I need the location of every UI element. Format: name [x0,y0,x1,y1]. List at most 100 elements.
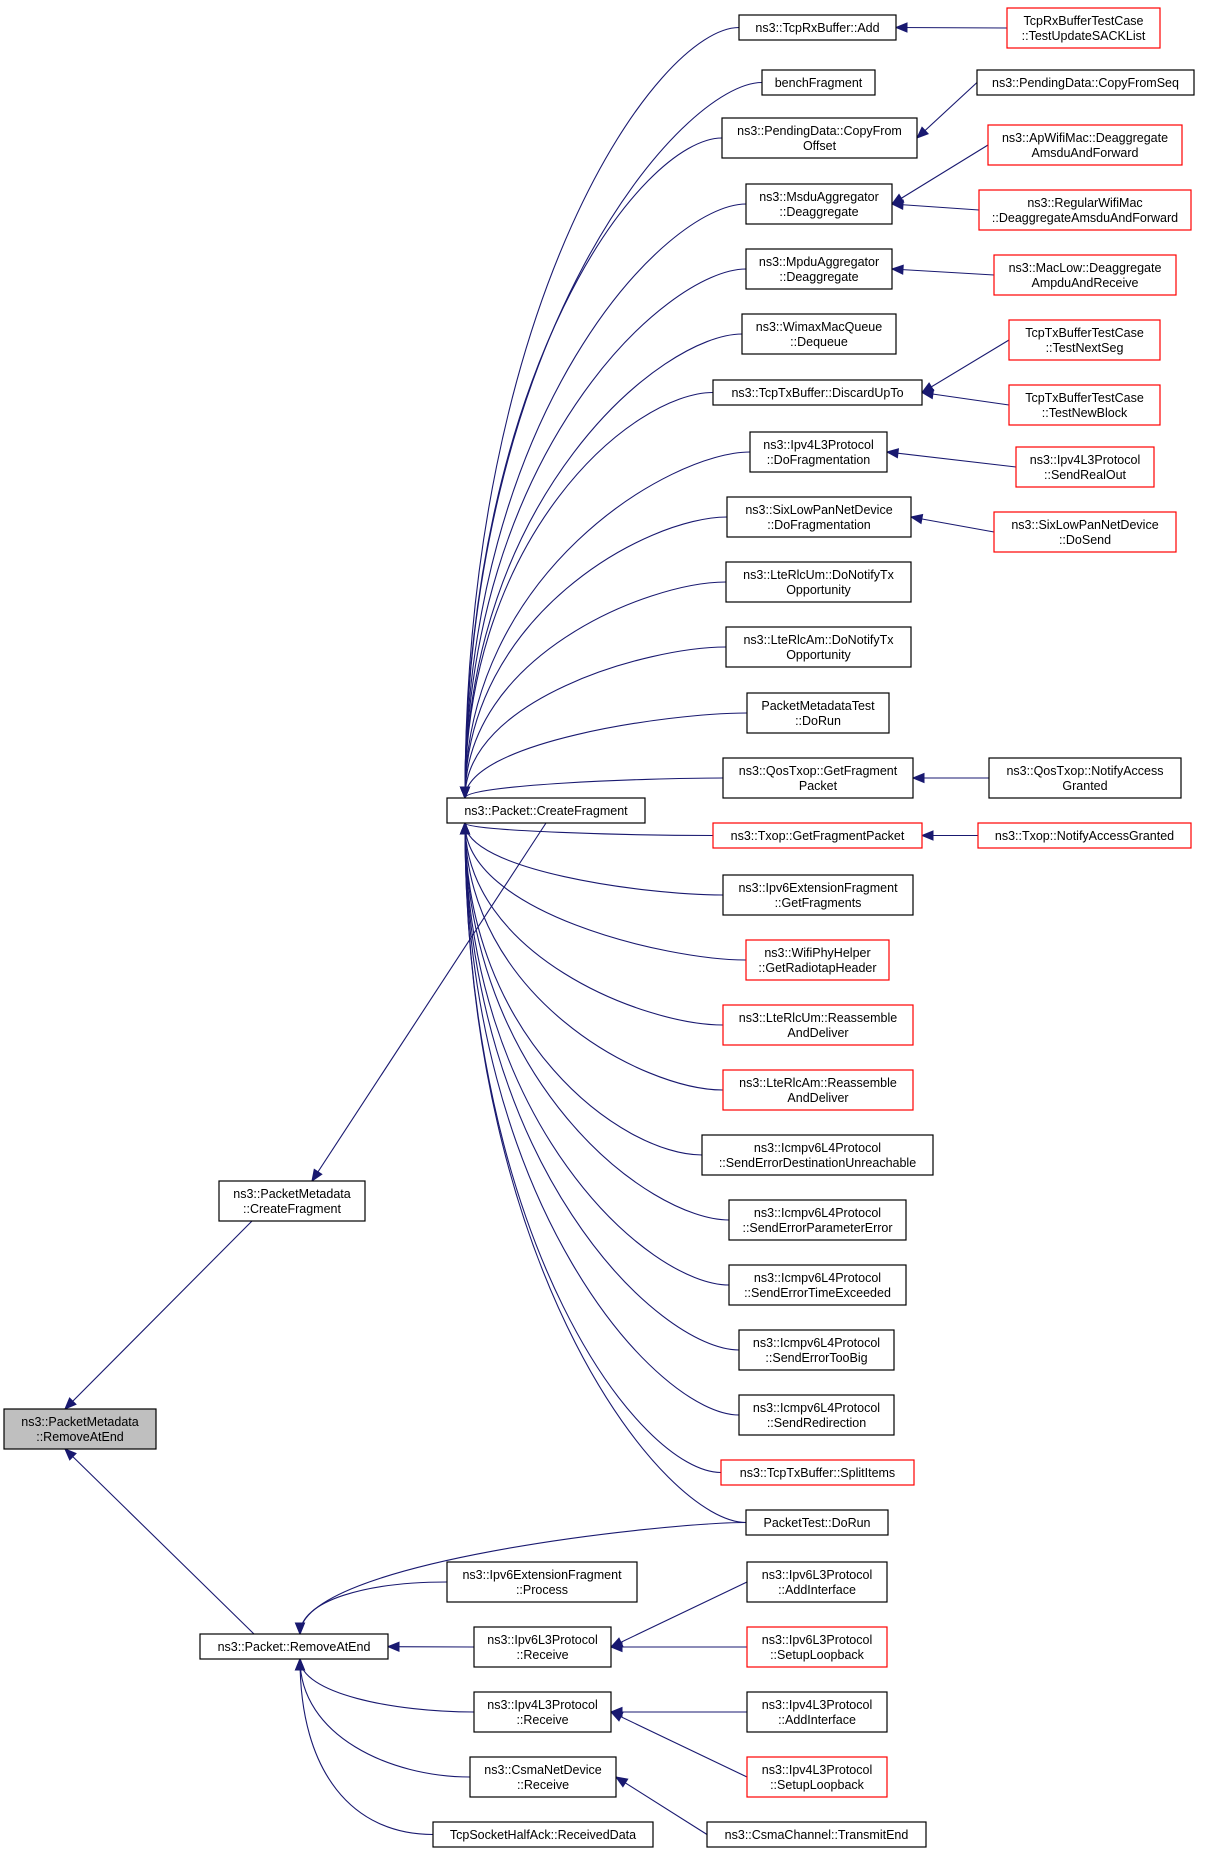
edge-icmp_big-to-p_cf [459,821,740,1351]
edge-line [299,1658,434,1836]
node-tcptx_nextseg[interactable]: TcpTxBufferTestCase::TestNextSeg [1008,319,1161,361]
node-label: ::Receive [516,1713,568,1727]
node-qos_getfrag[interactable]: ns3::QosTxop::GetFragmentPacket [722,757,914,799]
edge-arrowhead [294,1657,306,1671]
edge-tcptx_split-to-p_cf [459,821,722,1474]
node-txop_getfrag[interactable]: ns3::Txop::GetFragmentPacket [712,822,923,849]
edges-layer [64,22,1017,1836]
node-label: ::Dequeue [790,335,848,349]
node-icmp_dest[interactable]: ns3::Icmpv6L4Protocol::SendErrorDestinat… [701,1134,934,1176]
node-tcphalf[interactable]: TcpSocketHalfAck::ReceivedData [432,1821,654,1848]
node-wifiphy[interactable]: ns3::WifiPhyHelper::GetRadiotapHeader [745,939,890,981]
node-ipv6_setup[interactable]: ns3::Ipv6L3Protocol::SetupLoopback [746,1626,888,1668]
edge-line [464,581,727,799]
edge-line [464,822,724,1026]
node-packettest[interactable]: PacketTest::DoRun [745,1509,889,1536]
edge-line [464,822,730,1286]
node-label: ns3::Ipv4L3Protocol [487,1698,598,1712]
node-csmachan[interactable]: ns3::CsmaChannel::TransmitEnd [706,1821,927,1848]
node-box [738,1394,895,1436]
edge-ipv6_recv-to-p_rae [386,1641,475,1652]
node-wimax[interactable]: ns3::WimaxMacQueue::Dequeue [741,313,897,355]
edge-pd_cfs-to-pd_cfo [916,82,978,139]
node-sixlow_dofrag[interactable]: ns3::SixLowPanNetDevice::DoFragmentation [726,496,912,538]
edge-line [464,333,743,799]
edge-tcphalf-to-p_rae [294,1657,434,1836]
node-apwifi[interactable]: ns3::ApWifiMac::DeaggregateAmsduAndForwa… [987,124,1183,166]
node-icmp_redir[interactable]: ns3::Icmpv6L4Protocol::SendRedirection [738,1394,895,1436]
nodes-layer: ns3::PacketMetadata::RemoveAtEndns3::Pac… [3,7,1195,1848]
node-tcprx_add[interactable]: ns3::TcpRxBuffer::Add [738,14,897,41]
edge-p_cf-to-pm_cf [311,822,547,1183]
node-label: ::DeaggregateAmsduAndForward [992,211,1178,225]
node-pd_cfs[interactable]: ns3::PendingData::CopyFromSeq [976,69,1195,96]
node-label: ns3::WimaxMacQueue [756,320,882,334]
node-icmp_param[interactable]: ns3::Icmpv6L4Protocol::SendErrorParamete… [728,1199,907,1241]
node-label: ns3::RegularWifiMac [1027,196,1142,210]
node-icmp_time[interactable]: ns3::Icmpv6L4Protocol::SendErrorTimeExce… [728,1264,907,1306]
node-ipv6_addif[interactable]: ns3::Ipv6L3Protocol::AddInterface [746,1561,888,1603]
node-box [978,189,1192,231]
node-box [745,183,893,225]
node-pmtest[interactable]: PacketMetadataTest::DoRun [746,692,890,734]
node-label: ns3::ApWifiMac::Deaggregate [1002,131,1168,145]
node-box [722,874,914,916]
node-ipv4_setup[interactable]: ns3::Ipv4L3Protocol::SetupLoopback [746,1756,888,1798]
node-ipv4_recv[interactable]: ns3::Ipv4L3Protocol::Receive [473,1691,612,1733]
edge-line [610,1711,748,1778]
node-txop_notify[interactable]: ns3::Txop::NotifyAccessGranted [977,822,1192,849]
node-ipv4_addif[interactable]: ns3::Ipv4L3Protocol::AddInterface [746,1691,888,1733]
node-label: ::RemoveAtEnd [36,1430,124,1444]
node-label: ::DoRun [795,714,841,728]
node-ipv6ext_getfrags[interactable]: ns3::Ipv6ExtensionFragment::GetFragments [722,874,914,916]
node-tcprx_test[interactable]: TcpRxBufferTestCase::TestUpdateSACKList [1006,7,1161,49]
node-regwifi[interactable]: ns3::RegularWifiMac::DeaggregateAmsduAnd… [978,189,1192,231]
node-label: ns3::Icmpv6L4Protocol [754,1206,881,1220]
node-box [712,379,923,406]
node-csma_recv[interactable]: ns3::CsmaNetDevice::Receive [469,1756,617,1798]
node-bench[interactable]: benchFragment [761,69,876,96]
node-ipv4_dofrag[interactable]: ns3::Ipv4L3Protocol::DoFragmentation [749,431,888,473]
edge-csma_recv-to-p_rae [294,1657,471,1778]
node-box [741,313,897,355]
node-label: ::SendRedirection [767,1416,866,1430]
node-tcptx_split[interactable]: ns3::TcpTxBuffer::SplitItems [720,1459,915,1486]
edge-pmtest-to-p_cf [459,712,748,800]
edge-arrowhead [386,1641,400,1652]
edge-p_rae-to-root [64,1448,255,1635]
node-label: ::SendErrorDestinationUnreachable [719,1156,916,1170]
node-mpdu[interactable]: ns3::MpduAggregator::Deaggregate [745,248,893,290]
node-box [993,511,1177,553]
node-tcptx_newblock[interactable]: TcpTxBufferTestCase::TestNewBlock [1008,384,1161,426]
node-qos_notify[interactable]: ns3::QosTxop::NotifyAccessGranted [988,757,1182,799]
node-p_cf[interactable]: ns3::Packet::CreateFragment [446,797,646,824]
edge-sixlow_dosend-to-sixlow_dofrag [909,513,995,533]
node-msdu[interactable]: ns3::MsduAggregator::Deaggregate [745,183,893,225]
edge-ipv4_recv-to-p_rae [294,1657,475,1713]
edge-line [464,822,714,837]
node-icmp_big[interactable]: ns3::Icmpv6L4Protocol::SendErrorTooBig [738,1329,895,1371]
node-p_rae[interactable]: ns3::Packet::RemoveAtEnd [199,1633,389,1660]
node-tcptx_disc[interactable]: ns3::TcpTxBuffer::DiscardUpTo [712,379,923,406]
edge-arrowhead [909,513,924,525]
edge-arrowhead [890,199,904,211]
node-box [712,822,923,849]
edge-line [615,1776,708,1835]
node-ipv4_sendreal[interactable]: ns3::Ipv4L3Protocol::SendRealOut [1015,446,1155,488]
edge-txop_notify-to-txop_getfrag [920,830,978,841]
node-ipv6_recv[interactable]: ns3::Ipv6L3Protocol::Receive [473,1626,612,1668]
node-label: AmpduAndReceive [1031,276,1138,290]
edge-arrowhead [916,126,930,139]
node-root[interactable]: ns3::PacketMetadata::RemoveAtEnd [3,1408,157,1450]
node-sixlow_dosend[interactable]: ns3::SixLowPanNetDevice::DoSend [993,511,1177,553]
edge-line [886,451,1017,468]
node-ipv6ext_proc[interactable]: ns3::Ipv6ExtensionFragment::Process [446,1561,638,1603]
edge-line [464,203,747,799]
node-pm_cf[interactable]: ns3::PacketMetadata::CreateFragment [218,1180,366,1222]
